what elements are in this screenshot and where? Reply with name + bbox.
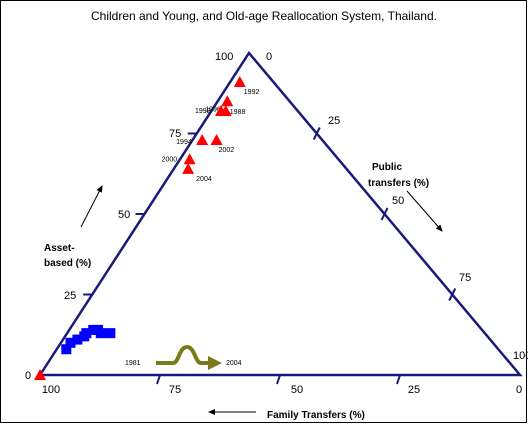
public-tick-25: 25 [328, 115, 340, 127]
point-label-2002: 2002 [219, 147, 235, 154]
triangle-point-5 [210, 133, 223, 145]
point-label-1994: 1994 [176, 139, 192, 146]
square-point-4 [81, 328, 92, 339]
triangle-point-4 [196, 133, 209, 145]
public-tick-mark-3 [448, 288, 457, 301]
point-label-1996: 1996 [205, 106, 221, 113]
family-tick-mark-1 [156, 374, 161, 385]
triangle-point-6 [183, 153, 196, 165]
family-tick-75: 75 [169, 384, 181, 396]
public-direction-arrow [406, 190, 443, 232]
family-tick-25: 25 [408, 384, 420, 396]
public-tick-0: 0 [266, 51, 272, 63]
square-point-2 [72, 334, 83, 345]
triangle-point-3 [214, 104, 227, 116]
family-tick-0: 0 [516, 384, 522, 396]
point-label-1988: 1988 [230, 109, 246, 116]
ternary-triangle [37, 50, 523, 377]
public-axis-label-line1: Public [372, 162, 402, 173]
point-label-2004: 2004 [196, 176, 212, 183]
square-point-0 [61, 344, 72, 355]
data-points: 1992 1996 1988 1998 1994 2002 2000 2004 [34, 75, 260, 380]
trend-start-year: 1981 [125, 360, 141, 367]
asset-direction-arrow [80, 185, 103, 228]
asset-axis-label-line1: Asset- [44, 243, 75, 254]
family-tick-50: 50 [291, 384, 303, 396]
chart-title: Children and Young, and Old-age Realloca… [91, 9, 437, 23]
triangle-point-7 [182, 162, 195, 174]
triangle-point-0 [233, 75, 246, 87]
trend-arrow-path [156, 344, 209, 365]
asset-tick-25: 25 [64, 290, 76, 302]
family-axis-label: Family Transfers (%) [267, 410, 365, 421]
square-point-8 [105, 328, 116, 339]
point-label-1992: 1992 [244, 89, 260, 96]
asset-axis-label-line2: based (%) [44, 258, 91, 269]
asset-tick-50: 50 [118, 209, 130, 221]
square-point-7 [95, 328, 106, 339]
triangle-point-1 [221, 95, 234, 107]
asset-tick-75: 75 [169, 128, 181, 140]
asset-tick-0: 0 [25, 370, 31, 382]
public-tick-100: 100 [513, 350, 528, 362]
public-tick-mark-1 [312, 127, 321, 140]
family-tick-mark-2 [276, 374, 281, 385]
square-point-1 [65, 337, 76, 348]
triangle-point-8 [34, 369, 46, 380]
axis-tick-marks [83, 127, 457, 385]
asset-tick-100: 100 [215, 51, 233, 63]
trend-arrowhead [208, 356, 222, 370]
public-axis-label-line2: transfers (%) [368, 178, 429, 189]
family-tick-100: 100 [42, 384, 60, 396]
trend-end-year: 2004 [226, 360, 242, 367]
point-label-2000: 2000 [162, 156, 178, 163]
public-tick-75: 75 [459, 272, 471, 284]
public-tick-mark-2 [380, 207, 389, 221]
public-tick-50: 50 [392, 195, 404, 207]
family-tick-mark-3 [396, 374, 401, 385]
point-label-1998: 1998 [195, 108, 211, 115]
